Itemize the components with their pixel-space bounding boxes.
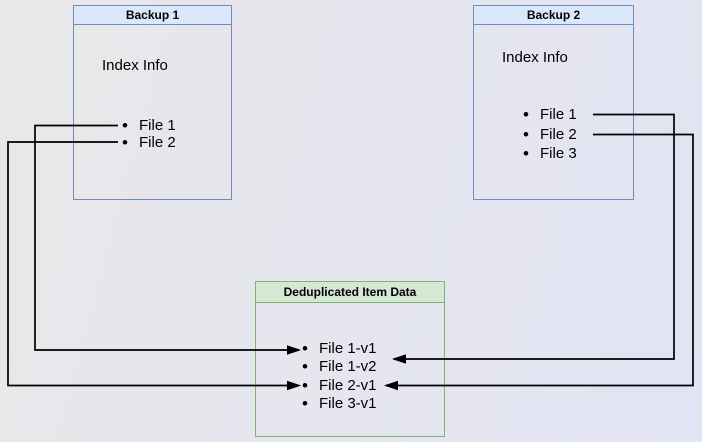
backup2-title: Backup 2 (474, 6, 633, 25)
backup1-box: Backup 1 Index Info (73, 5, 232, 200)
list-item: File 1 (521, 105, 577, 125)
list-item: File 1-v2 (300, 358, 377, 377)
backup2-box: Backup 2 Index Info (473, 5, 634, 200)
list-item: File 1-v1 (300, 340, 377, 359)
backup1-file-list: File 1 File 2 (120, 117, 176, 151)
list-item: File 2 (120, 134, 176, 151)
dedup-title: Deduplicated Item Data (256, 282, 444, 303)
dedup-item-list: File 1-v1 File 1-v2 File 2-v1 File 3-v1 (300, 340, 377, 414)
list-item: File 2-v1 (300, 377, 377, 396)
backup1-index-info-label: Index Info (102, 57, 168, 74)
list-item: File 3 (521, 144, 577, 164)
backup2-file-list: File 1 File 2 File 3 (521, 105, 577, 164)
list-item: File 1 (120, 117, 176, 134)
backup1-title: Backup 1 (74, 6, 231, 25)
list-item: File 3-v1 (300, 395, 377, 414)
list-item: File 2 (521, 125, 577, 145)
backup2-index-info-label: Index Info (502, 49, 568, 66)
